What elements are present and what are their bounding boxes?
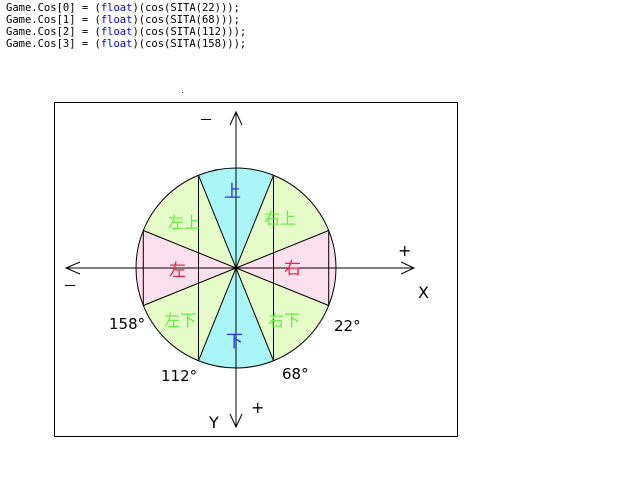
y-axis <box>229 110 243 429</box>
y-plus-sign: + <box>251 398 264 417</box>
code-line: Game.Cos[0] = (float)(cos(SITA(22))); <box>6 2 240 14</box>
code-keyword: float <box>100 26 133 38</box>
sector-lower-left <box>143 268 236 361</box>
code-line: Game.Cos[1] = (float)(cos(SITA(68))); <box>6 14 240 26</box>
sector-label-lower-left: 左下 <box>164 311 196 330</box>
stray-dot <box>182 92 183 93</box>
code-line: Game.Cos[3] = (float)(cos(SITA(158))); <box>6 38 247 50</box>
sector-label-left: 左 <box>169 261 186 281</box>
sector-upper-left <box>143 175 236 268</box>
x-axis-label: X <box>418 283 429 302</box>
code-block: Game.Cos[0] = (float)(cos(SITA(22))); Ga… <box>6 2 246 50</box>
sector-label-down: 下 <box>226 332 243 352</box>
sector-lower-right <box>236 268 329 361</box>
sector-label-lower-right: 右下 <box>268 311 300 330</box>
x-minus-sign: － <box>63 279 77 295</box>
sector-upper-right <box>236 175 329 268</box>
y-minus-sign: － <box>199 113 213 129</box>
angle-label-68: 68° <box>282 365 309 383</box>
sector-label-up: 上 <box>224 182 241 202</box>
code-keyword: float <box>100 2 133 14</box>
y-axis-label: Y <box>208 413 219 432</box>
angle-label-112: 112° <box>161 367 197 385</box>
sector-label-upper-right: 右上 <box>264 209 296 228</box>
sector-label-upper-left: 左上 <box>168 213 200 232</box>
angle-label-22: 22° <box>334 317 361 335</box>
code-line: Game.Cos[2] = (float)(cos(SITA(112))); <box>6 26 247 38</box>
code-keyword: float <box>100 38 133 50</box>
sector-label-right: 右 <box>284 259 301 279</box>
x-plus-sign: + <box>398 241 411 260</box>
code-keyword: float <box>100 14 133 26</box>
x-axis <box>64 261 416 275</box>
angle-label-158: 158° <box>109 315 145 333</box>
